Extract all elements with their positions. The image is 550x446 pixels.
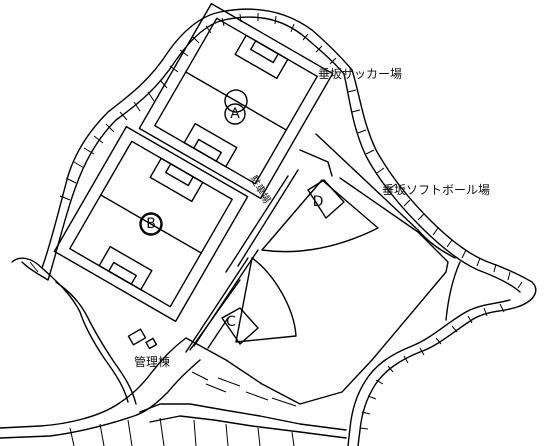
outer-boundary-bottom-right: [347, 299, 521, 446]
field-marker-d: D: [313, 194, 324, 210]
softball-area: [185, 133, 461, 405]
parking-area: [185, 169, 299, 353]
soccer-field-label: 垂坂サッカー場: [318, 67, 402, 81]
parking-label-text: 駐車場: [247, 173, 273, 205]
field-marker-a-text: A: [230, 106, 240, 122]
field-marker-b-text: B: [146, 216, 156, 232]
parking-label: 駐車場: [247, 173, 273, 205]
softball-diamond-c: [221, 257, 297, 345]
access-road: [0, 337, 347, 446]
soccer-field-b: [53, 125, 249, 323]
field-marker-a: A: [224, 103, 246, 125]
management-building: [127, 328, 158, 350]
management-building-label: 管理棟: [134, 354, 170, 369]
softball-field-label: 垂坂ソフトボール場: [382, 183, 490, 197]
field-marker-b: B: [140, 213, 162, 235]
field-marker-c-text: C: [226, 314, 236, 330]
outer-boundary-right: [343, 69, 537, 307]
field-marker-c: C: [226, 314, 236, 330]
outer-boundary-left: [11, 8, 353, 281]
softball-diamond-d: [261, 179, 379, 253]
soccer-field-a: [138, 2, 334, 200]
outer-boundary-lower-left: [41, 267, 137, 405]
field-marker-d-text: D: [313, 194, 324, 210]
